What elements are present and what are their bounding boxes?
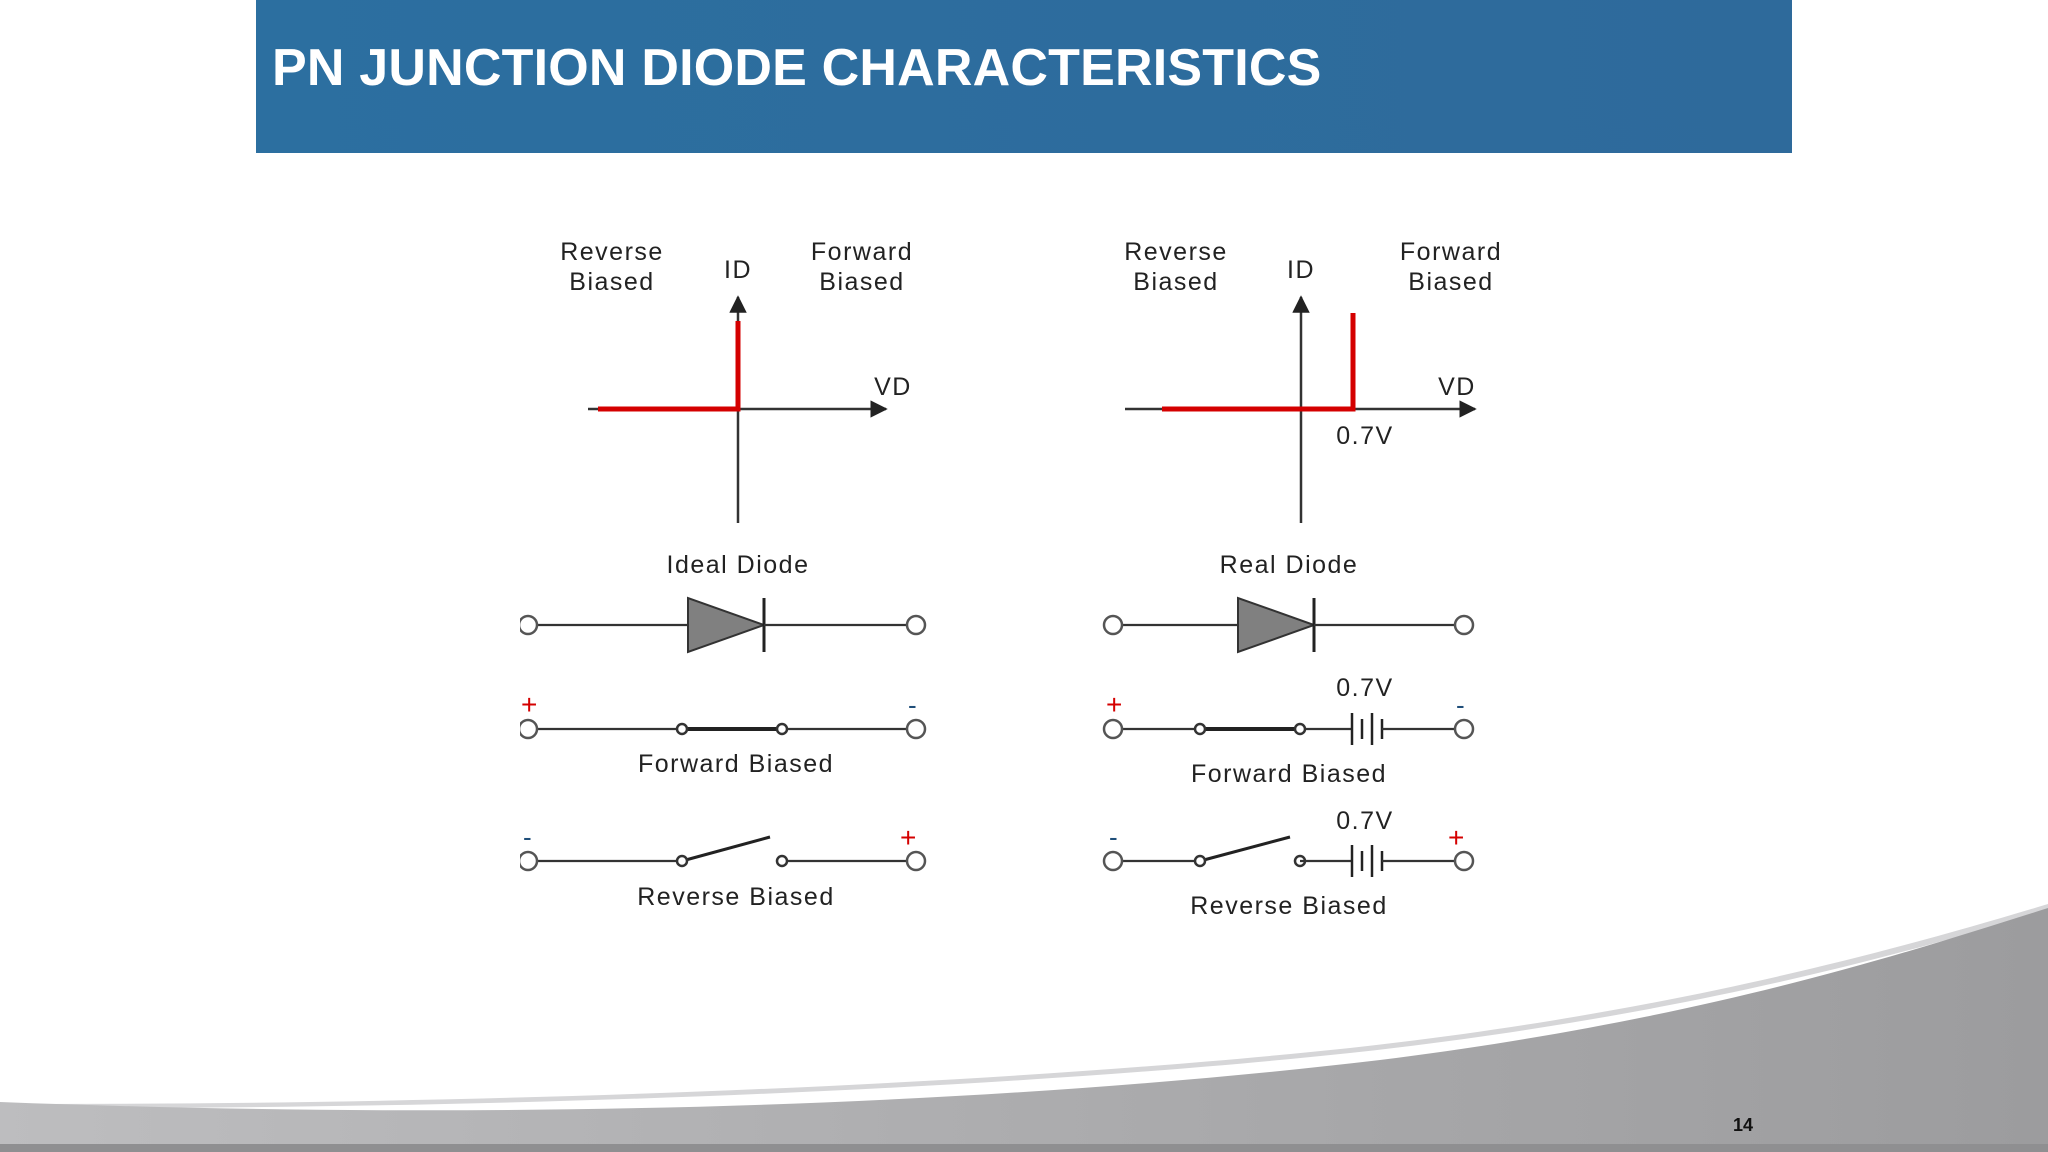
ideal-iv-curve <box>598 321 741 412</box>
ideal-reverse-biased-label: Reverse Biased <box>637 883 834 911</box>
ideal-reverse-label-2: Biased <box>569 268 654 296</box>
real-reverse-battery-icon <box>1350 845 1384 877</box>
real-iv-curve <box>1162 313 1356 412</box>
ideal-forward-label-2: Biased <box>819 268 904 296</box>
real-reverse-label-2: Biased <box>1133 268 1218 296</box>
ideal-reverse-circuit: - + <box>520 822 927 872</box>
ideal-x-axis-label: VD <box>874 373 912 401</box>
diode-characteristics-diagram: Reverse Biased Forward Biased ID VD Idea… <box>520 238 1502 920</box>
ideal-forward-minus: - <box>908 690 917 720</box>
ideal-diode-panel: Reverse Biased Forward Biased ID VD Idea… <box>520 238 927 911</box>
real-diode-panel: Reverse Biased Forward Biased ID VD 0.7V… <box>1102 238 1502 920</box>
ideal-forward-plus: + <box>521 689 537 720</box>
real-forward-battery-icon <box>1350 713 1384 745</box>
real-forward-battery-voltage: 0.7V <box>1336 674 1393 702</box>
real-y-axis-label: ID <box>1287 256 1315 284</box>
real-forward-minus: - <box>1456 690 1465 720</box>
real-threshold-label: 0.7V <box>1336 422 1393 450</box>
page-number: 14 <box>1733 1115 1754 1135</box>
ideal-diode-symbol <box>520 596 927 654</box>
ideal-forward-circuit: + - <box>520 689 927 740</box>
title-bar: PN JUNCTION DIODE CHARACTERISTICS <box>256 0 1792 153</box>
real-diode-symbol <box>1102 596 1475 654</box>
real-reverse-plus: + <box>1448 822 1464 853</box>
real-reverse-circuit: - + <box>1102 822 1475 877</box>
ideal-diode-name: Ideal Diode <box>667 551 810 579</box>
real-forward-circuit: + - <box>1102 689 1475 745</box>
real-x-axis-label: VD <box>1438 373 1476 401</box>
real-forward-label-2: Biased <box>1408 268 1493 296</box>
real-reverse-minus: - <box>1109 822 1118 852</box>
ideal-forward-label-1: Forward <box>811 238 913 266</box>
real-forward-biased-label: Forward Biased <box>1191 760 1387 788</box>
ideal-reverse-plus: + <box>900 822 916 853</box>
real-reverse-battery-voltage: 0.7V <box>1336 807 1393 835</box>
real-reverse-biased-label: Reverse Biased <box>1190 892 1387 920</box>
ideal-reverse-label-1: Reverse <box>560 238 664 266</box>
ideal-forward-biased-label: Forward Biased <box>638 750 834 778</box>
slide-title: PN JUNCTION DIODE CHARACTERISTICS <box>272 39 1322 97</box>
real-diode-name: Real Diode <box>1220 551 1359 579</box>
real-reverse-label-1: Reverse <box>1124 238 1228 266</box>
ideal-reverse-minus: - <box>523 822 532 852</box>
real-forward-plus: + <box>1106 689 1122 720</box>
real-forward-label-1: Forward <box>1400 238 1502 266</box>
footer-swoosh <box>0 904 2048 1152</box>
ideal-y-axis-label: ID <box>724 256 752 284</box>
